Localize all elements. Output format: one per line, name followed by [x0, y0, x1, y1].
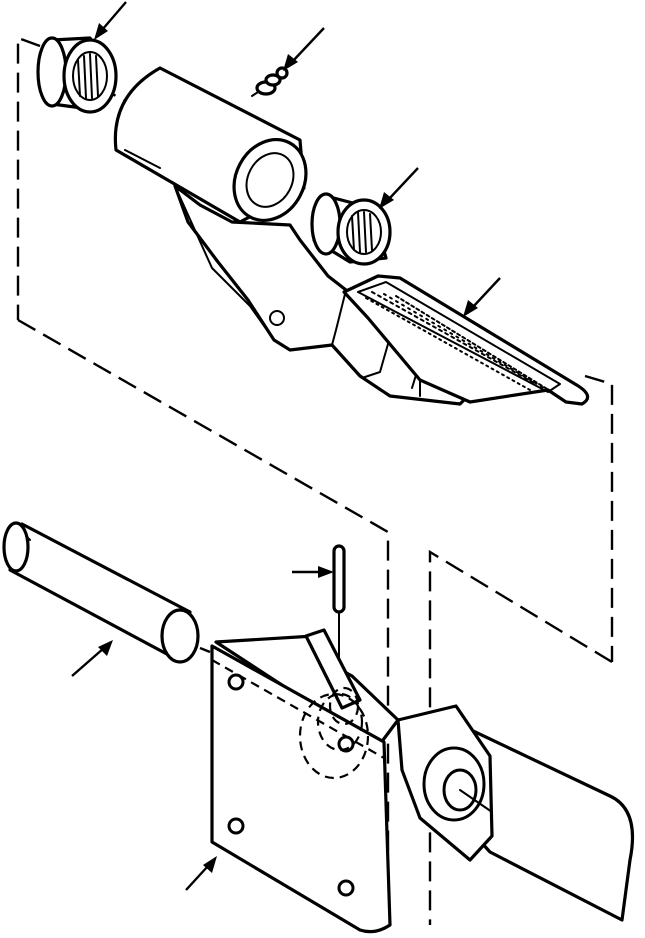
- reference-arrows: [71, 1, 501, 891]
- grease-fitting: [251, 66, 289, 97]
- upper-needle-bearing: [36, 36, 118, 114]
- pivot-shaft: [2, 521, 200, 664]
- pedal-arm-hole: [269, 310, 285, 326]
- arrow-mounting-bracket: [185, 856, 217, 891]
- mounting-bracket: [210, 628, 635, 934]
- tread-pad: [342, 274, 590, 406]
- pivot-tube: [113, 66, 308, 224]
- arrow-pivot-shaft: [71, 640, 113, 677]
- arrow-lower-needle-bearing: [379, 167, 419, 209]
- bracket-hole-3: [227, 817, 245, 835]
- arrow-roll-pin: [292, 566, 334, 578]
- arrow-upper-needle-bearing: [94, 1, 127, 40]
- arrow-tread-pad: [463, 277, 501, 317]
- arrow-grease-fitting: [283, 27, 325, 71]
- bracket-hole-4: [337, 879, 355, 897]
- lower-needle-bearing: [310, 192, 392, 266]
- bracket-hole-1: [227, 673, 245, 691]
